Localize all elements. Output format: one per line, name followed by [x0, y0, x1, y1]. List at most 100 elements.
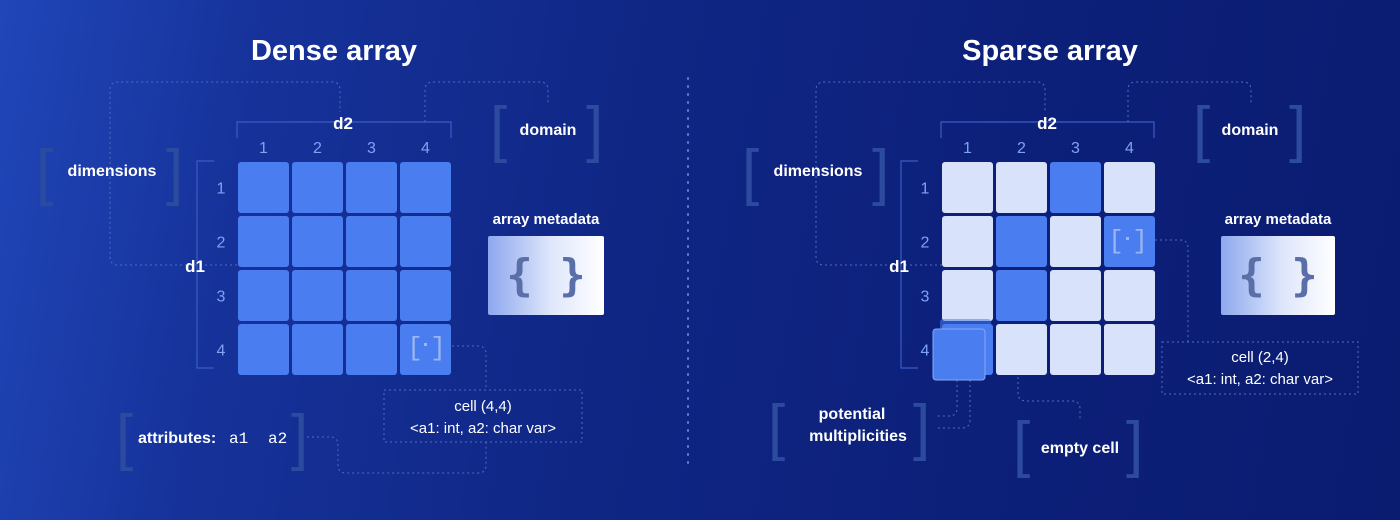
dense-filled-cell: [292, 270, 343, 321]
sparse-domain-label: domain: [1222, 122, 1279, 139]
sparse-dimensions-bracket-left: [: [742, 138, 759, 207]
sparse-filled-cell: [996, 216, 1047, 267]
dense-cell-schema: <a1: int, a2: char var>: [410, 420, 556, 437]
sparse-multiplicities-bracket-left: [: [768, 393, 785, 462]
dense-d2-label: d2: [333, 114, 353, 133]
sparse-d1-label: d1: [889, 257, 909, 276]
dense-col-tick: 3: [367, 140, 376, 157]
sparse-cell-schema: <a1: int, a2: char var>: [1187, 371, 1333, 388]
dense-domain-label: domain: [520, 122, 577, 139]
dense-d2-axis: [236, 121, 452, 138]
sparse-row-ticks: 1 2 3 4: [921, 181, 930, 360]
dense-row-tick: 3: [217, 289, 226, 306]
dense-attributes-bracket-left: [: [116, 403, 133, 472]
sparse-title: Sparse array: [962, 35, 1138, 67]
sparse-empty-cell: [1104, 270, 1155, 321]
sparse-cell-info-box: [1161, 341, 1359, 395]
sparse-cell-marker: [ ]: [1108, 226, 1148, 256]
dense-col-tick: 1: [259, 140, 268, 157]
dense-domain-bracket-right: ]: [586, 95, 603, 164]
sparse-col-tick: 2: [1017, 140, 1026, 157]
dense-col-tick: 2: [313, 140, 322, 157]
svg-text:]: ]: [430, 333, 446, 363]
sparse-d2-label: d2: [1037, 114, 1057, 133]
dense-filled-cell: [346, 324, 397, 375]
dense-cell-title: cell (4,4): [454, 398, 512, 415]
sparse-filled-cell: [1050, 162, 1101, 213]
sparse-dimensions-label: dimensions: [774, 163, 863, 180]
sparse-cell-title: cell (2,4): [1231, 349, 1289, 366]
dense-attr-a2: a2: [268, 430, 287, 448]
sparse-empty-cell: [942, 216, 993, 267]
sparse-d1-axis: [900, 160, 918, 369]
sparse-filled-cell: [996, 270, 1047, 321]
sparse-row-tick: 3: [921, 289, 930, 306]
sparse-empty-cell: [942, 162, 993, 213]
sparse-multiplicities-line1: potential: [819, 406, 886, 423]
sparse-multiplicities-bracket-right: ]: [913, 393, 930, 462]
sparse-empty-cell: [996, 162, 1047, 213]
dense-filled-cell: [346, 162, 397, 213]
dense-filled-cell: [292, 216, 343, 267]
sparse-filled-cell: [1104, 216, 1155, 267]
dense-filled-cell: [400, 216, 451, 267]
sparse-empty-cell: [942, 270, 993, 321]
svg-text:[: [: [1108, 226, 1124, 256]
dense-filled-cell: [400, 270, 451, 321]
dense-column-ticks: 1 2 3 4: [259, 140, 430, 157]
dense-cell-marker: [ ]: [407, 333, 446, 363]
dense-filled-cell: [292, 162, 343, 213]
sparse-col-tick: 3: [1071, 140, 1080, 157]
sparse-row-tick: 1: [921, 181, 930, 198]
dense-attr-a1: a1: [229, 430, 248, 448]
sparse-metadata-braces-icon: { }: [1238, 250, 1317, 301]
dense-domain-connector: [424, 81, 549, 122]
sparse-empty-bracket-right: ]: [1126, 410, 1143, 479]
sparse-empty-bracket-left: [: [1013, 410, 1030, 479]
sparse-empty-cell: [1050, 216, 1101, 267]
sparse-dimensions-bracket-right: ]: [872, 138, 889, 207]
dense-domain-bracket-left: [: [490, 95, 507, 164]
sparse-empty-cell-label: empty cell: [1041, 440, 1119, 457]
dense-filled-cell: [346, 270, 397, 321]
dense-title: Dense array: [251, 35, 417, 67]
dense-filled-cell: [292, 324, 343, 375]
dense-row-tick: 4: [217, 343, 226, 360]
dense-filled-cell: [400, 162, 451, 213]
sparse-metadata-box: [1221, 236, 1335, 315]
dense-filled-cell: [238, 270, 289, 321]
sparse-metadata-label: array metadata: [1225, 211, 1332, 228]
dense-d1-label: d1: [185, 257, 205, 276]
sparse-empty-cell: [1050, 270, 1101, 321]
sparse-grid: [942, 162, 1155, 375]
sparse-empty-cell: [996, 324, 1047, 375]
sparse-empty-connector: [1017, 372, 1081, 420]
sparse-multiplicity-cell-front: [932, 328, 986, 381]
dense-attributes-connector: [307, 436, 487, 474]
dense-col-tick: 4: [421, 140, 430, 157]
sparse-row-tick: 4: [921, 343, 930, 360]
sparse-domain-connector: [1127, 81, 1252, 122]
sparse-empty-cell: [1050, 324, 1101, 375]
dense-metadata-label: array metadata: [493, 211, 600, 228]
sparse-domain-bracket-left: [: [1193, 95, 1210, 164]
dense-attributes-bracket-right: ]: [291, 403, 308, 472]
sparse-d2-axis: [940, 121, 1155, 138]
sparse-multiplicities-line2: multiplicities: [809, 428, 907, 445]
dense-filled-cell: [400, 324, 451, 375]
sparse-array-panel: Sparse array d2 d1 1 2 3 4 1 2 3 4 [ ] [ dimen…: [742, 35, 1359, 479]
dense-grid: [238, 162, 451, 375]
dense-attributes-label: attributes:: [138, 430, 216, 447]
dense-d1-axis: [196, 160, 214, 369]
sparse-cell-connector: [1155, 239, 1189, 342]
sparse-multiplicities-connector-2: [936, 380, 958, 417]
dense-dimensions-bracket-right: ]: [166, 138, 183, 207]
sparse-empty-cell: [1104, 324, 1155, 375]
sparse-row-tick: 2: [921, 235, 930, 252]
dense-dimensions-bracket-left: [: [36, 138, 53, 207]
svg-text:[: [: [407, 333, 423, 363]
dense-filled-cell: [238, 162, 289, 213]
sparse-dimensions-connector: [815, 81, 1046, 266]
